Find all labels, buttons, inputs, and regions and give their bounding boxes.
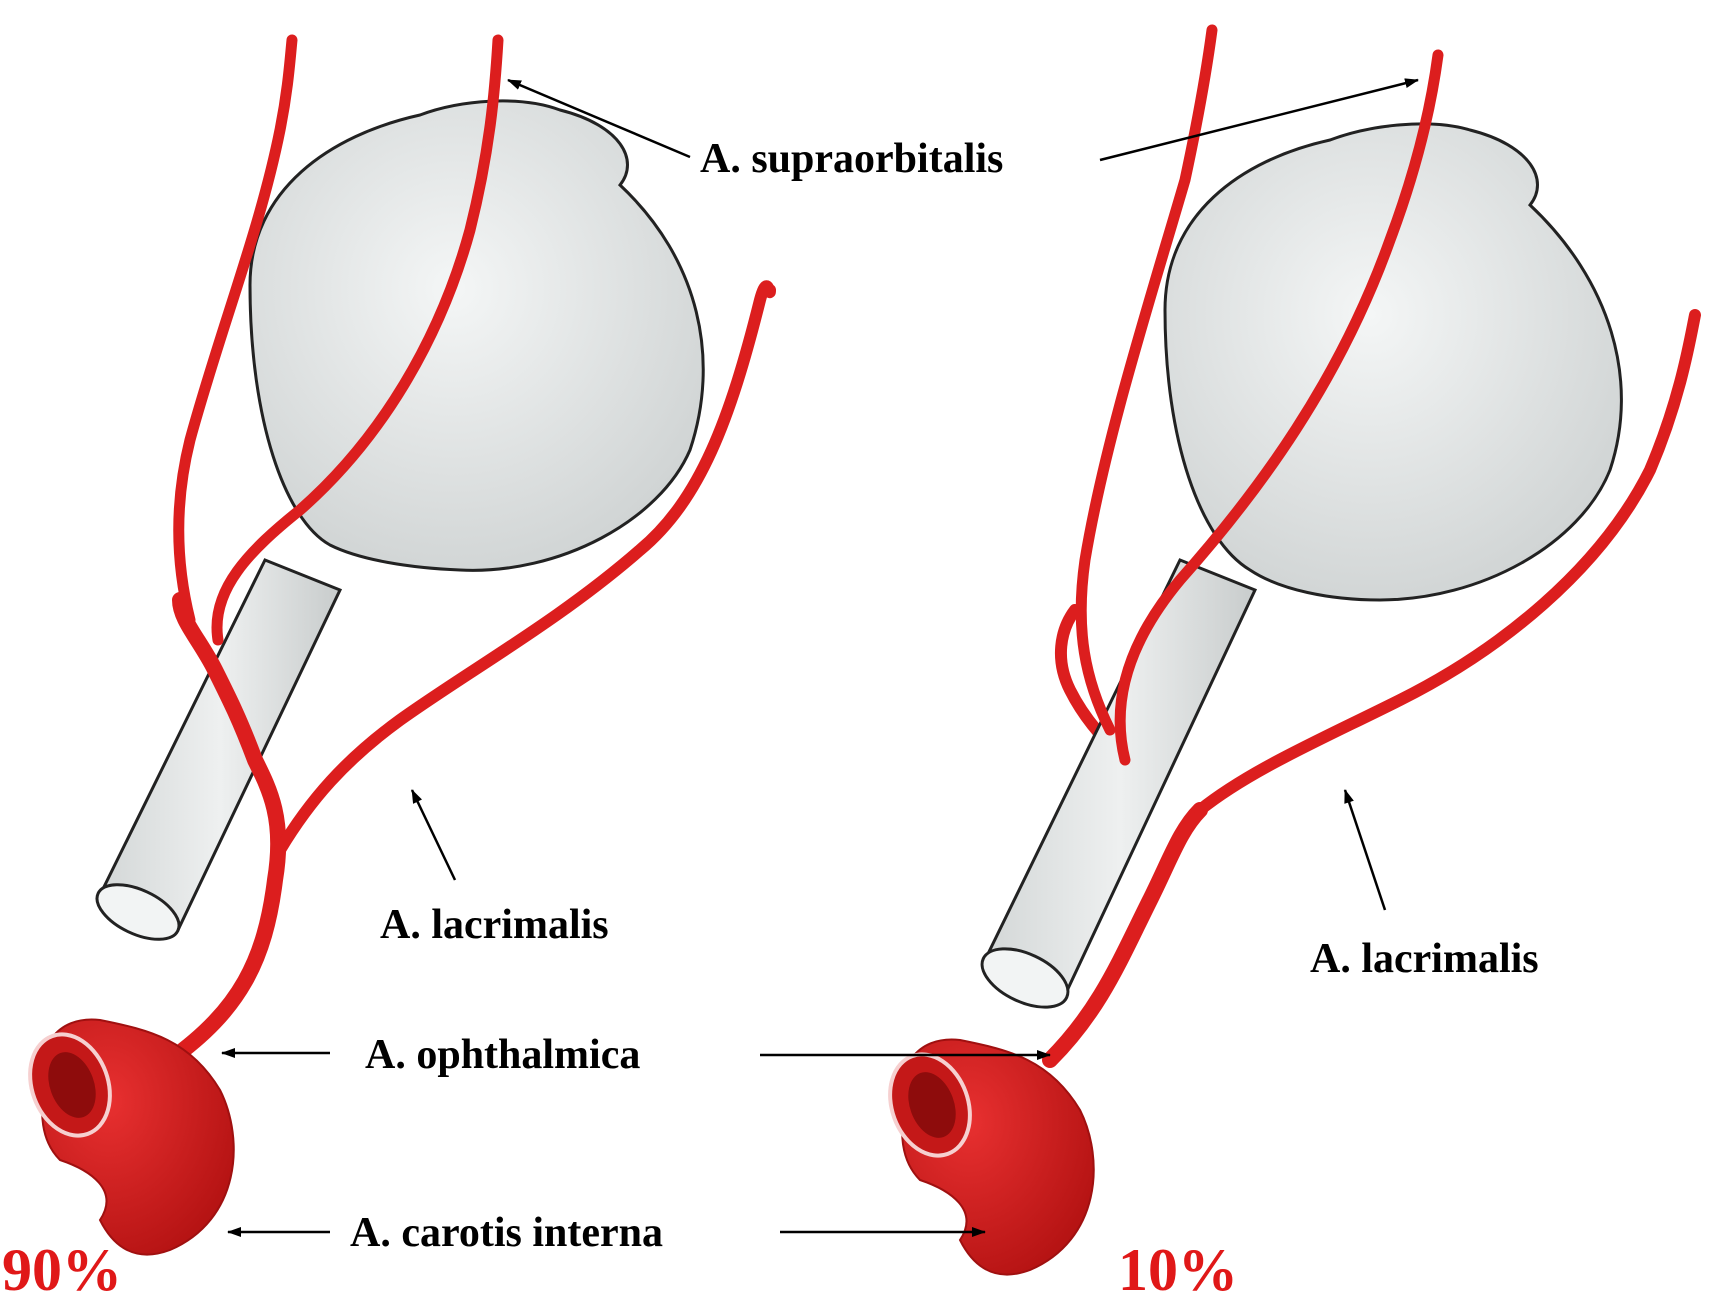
arrow-lacrimalis-left xyxy=(412,790,455,880)
optic-nerve-right xyxy=(973,560,1255,1019)
carotid-right xyxy=(877,1040,1094,1275)
percent-right: 10% xyxy=(1118,1237,1238,1298)
eyeball-right xyxy=(1165,124,1621,600)
label-carotis-interna: A. carotis interna xyxy=(350,1210,663,1256)
label-lacrimalis-left: A. lacrimalis xyxy=(380,902,609,948)
label-ophthalmica: A. ophthalmica xyxy=(365,1032,640,1078)
right-variant xyxy=(877,30,1695,1275)
percent-left: 90% xyxy=(2,1237,122,1298)
carotid-left xyxy=(17,1020,234,1255)
label-supraorbitalis: A. supraorbitalis xyxy=(700,136,1003,182)
arrow-lacrimalis-right xyxy=(1345,790,1385,910)
label-lacrimalis-right: A. lacrimalis xyxy=(1310,936,1539,982)
